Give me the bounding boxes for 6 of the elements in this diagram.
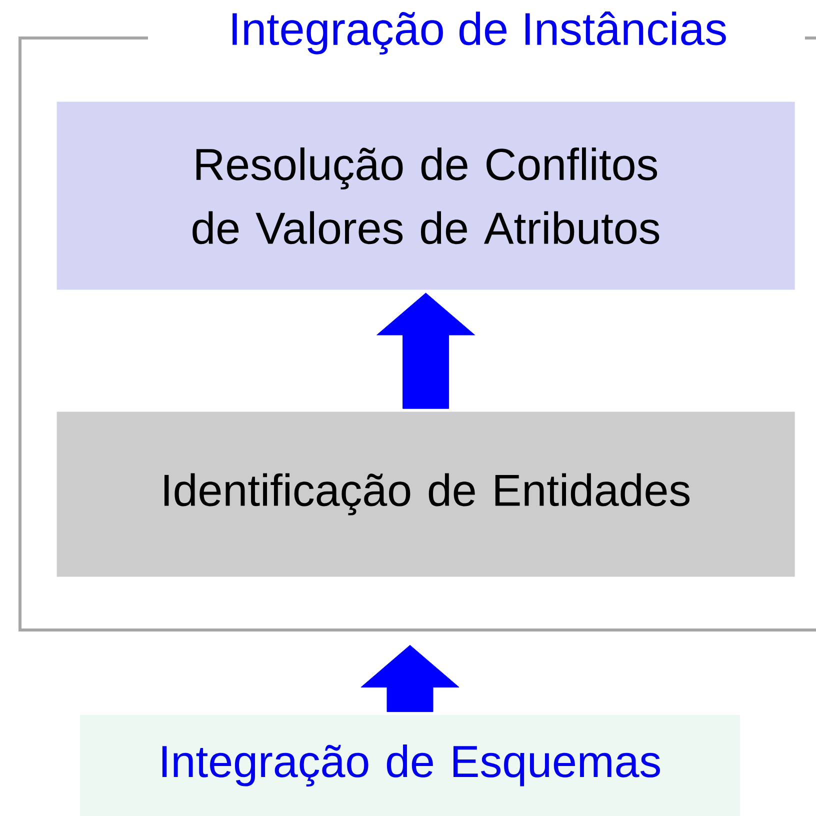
block-arrow — [360, 644, 460, 712]
input-box: Integração de Esquemas — [80, 715, 740, 816]
frame-heading: Integração de Instâncias — [232, 11, 726, 55]
process-box: Resolução de Conflitos de Valores de Atributos — [56, 102, 795, 290]
process-box: Identificação de Entidades — [56, 412, 795, 577]
block-arrow — [376, 292, 476, 409]
